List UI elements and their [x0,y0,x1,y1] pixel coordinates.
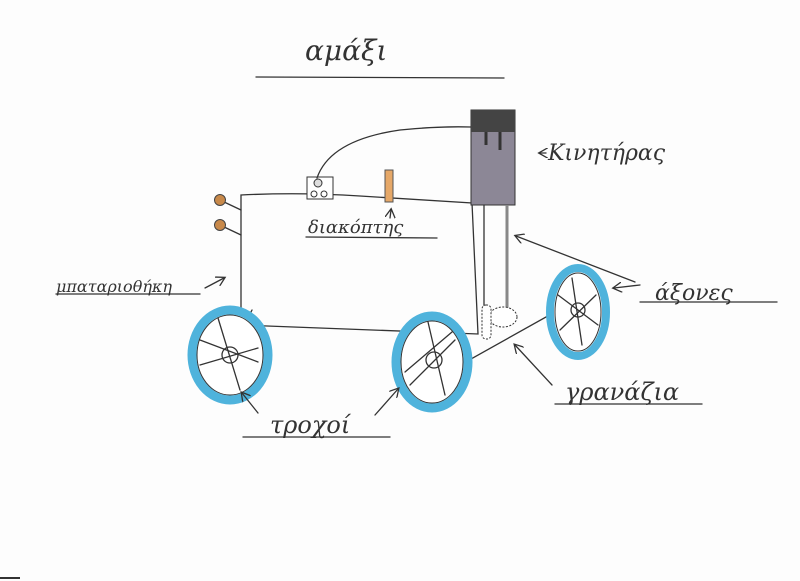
label-axles: άξονες [516,236,778,306]
label-switch: διακόπτης [305,210,438,239]
terminals [214,194,242,236]
svg-text:τροχοί: τροχοί [270,411,352,439]
terminal-1 [214,194,226,206]
svg-text:μπαταριοθήκη: μπαταριοθήκη [56,277,172,296]
label-motor: Κινητήρας [540,141,666,166]
wheel-front [187,305,273,405]
terminal-2 [214,219,226,231]
title: αμάξι [255,34,505,79]
gears [481,304,518,340]
label-battery-holder: μπαταριοθήκη [55,277,224,296]
title-text: αμάξι [305,34,387,67]
label-wheels: τροχοί [242,389,398,439]
switch-box [306,176,334,200]
wheel-rear-right [546,264,610,360]
label-gears: γρανάζια [515,345,703,406]
svg-text:γρανάζια: γρανάζια [565,378,679,406]
svg-text:διακόπτης: διακόπτης [308,217,404,238]
motor [470,109,516,206]
switch-peg [384,169,394,203]
title-underline [255,76,505,79]
wire [316,126,472,179]
car-body [240,193,479,335]
wheel-rear-left [391,311,473,413]
svg-text:Κινητήρας: Κινητήρας [547,141,666,166]
